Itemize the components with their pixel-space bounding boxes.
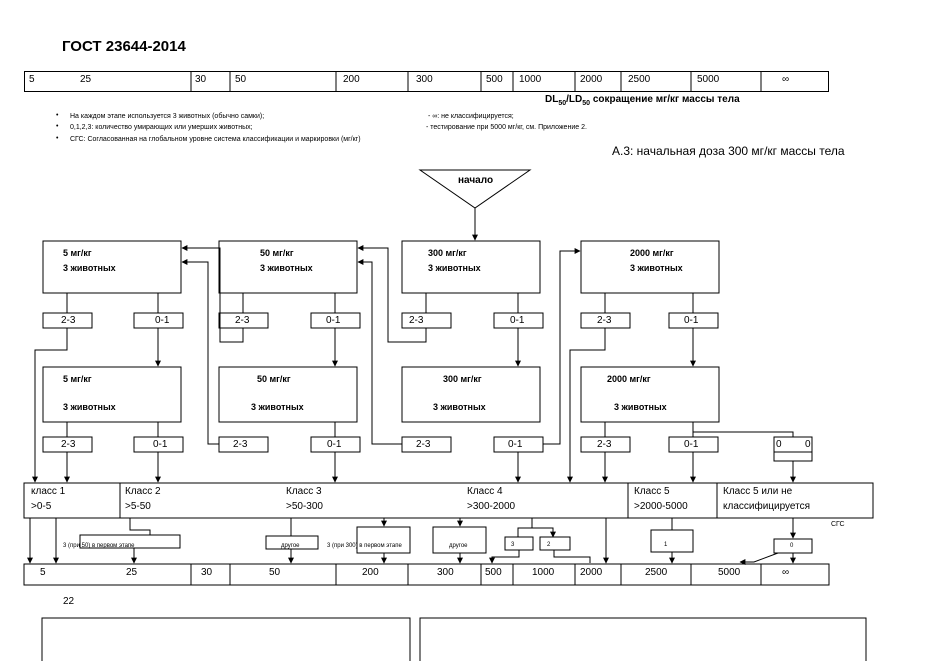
small-box-text: другое	[281, 543, 300, 549]
scale-bottom-label: 1000	[532, 567, 555, 578]
scale-bottom-label: 50	[269, 567, 281, 578]
small-box-text: 1	[664, 542, 668, 548]
dose-box-animals: 3 животных	[433, 402, 486, 412]
class-range: >0-5	[31, 501, 52, 512]
dose-box-animals: 3 животных	[630, 263, 683, 273]
scale-top-label: 5000	[697, 74, 720, 85]
dose-box-label: 5 мг/кг	[63, 374, 92, 384]
small-box-text: 0	[790, 543, 794, 549]
dose-box-label: 2000 мг/кг	[607, 374, 651, 384]
dose-box-animals: 3 животных	[614, 402, 667, 412]
scale-top-label: ∞	[782, 74, 790, 85]
outcome-label: 0-1	[326, 315, 341, 326]
note-text: На каждом этапе используется 3 животных …	[70, 113, 265, 120]
outcome-label: 2-3	[416, 439, 431, 450]
class-name: Класс 5 или не	[723, 486, 793, 497]
outcome-label: 0	[805, 439, 811, 450]
outcome-label: 2-3	[233, 439, 248, 450]
dose-box-label: 5 мг/кг	[63, 248, 92, 258]
class-range: >5-50	[125, 501, 151, 512]
note-text: СГС: Согласованная на глобальном уровне …	[70, 136, 361, 143]
axis-label: DL50/LD50 сокращение мг/кг массы тела	[545, 94, 740, 107]
bullet-icon: •	[56, 112, 59, 119]
dose-box-label: 50 мг/кг	[260, 248, 294, 258]
scale-bottom-label: 5000	[718, 567, 741, 578]
class-range: классифицируется	[723, 501, 811, 512]
small-box-text: другое	[449, 543, 468, 549]
class-name: Класс 4	[467, 486, 503, 497]
class-name: класс 1	[31, 486, 66, 497]
outcome-label: 0-1	[684, 439, 699, 450]
dose-box-label: 50 мг/кг	[257, 374, 291, 384]
outcome-label: 2-3	[61, 439, 76, 450]
small-box-text: 3 (при 300) в первом этапе	[327, 543, 402, 549]
bullet-icon: •	[56, 123, 59, 130]
scale-bottom-label: 2000	[580, 567, 603, 578]
scale-bottom-label: 300	[437, 567, 454, 578]
scale-top-label: 50	[235, 74, 247, 85]
outcome-label: 0-1	[153, 439, 168, 450]
bullet-icon: •	[56, 135, 59, 142]
outcome-label: 2-3	[597, 439, 612, 450]
scale-top	[24, 71, 829, 92]
outcome-label: 2-3	[597, 315, 612, 326]
scale-bottom-label: 2500	[645, 567, 668, 578]
dose-box-label: 300 мг/кг	[443, 374, 482, 384]
document-title: ГОСТ 23644-2014	[62, 38, 186, 55]
class-range: >2000-5000	[634, 501, 688, 512]
scale-bottom-label: 30	[201, 567, 213, 578]
dose-box-label: 300 мг/кг	[428, 248, 467, 258]
flowchart-subtitle: А.3: начальная доза 300 мг/кг массы тела	[612, 144, 845, 158]
scale-top-label: 2000	[580, 74, 603, 85]
class-name: Класс 3	[286, 486, 322, 497]
ghs-label: СГС	[831, 521, 845, 528]
note-text: - тестирование при 5000 мг/кг, см. Прило…	[426, 124, 587, 131]
small-box-text: 3	[511, 542, 515, 548]
outcome-label: 0-1	[155, 315, 170, 326]
dose-box-animals: 3 животных	[63, 263, 116, 273]
page-number: 22	[63, 596, 75, 607]
outcome-label: 0-1	[510, 315, 525, 326]
scale-top-label: 25	[80, 74, 92, 85]
class-range: >300-2000	[467, 501, 516, 512]
small-box-text: 3 (при 50) в первом этапе	[63, 543, 135, 549]
outcome-label: 0-1	[684, 315, 699, 326]
scale-bottom-label: 5	[40, 567, 46, 578]
class-name: Класс 5	[634, 486, 670, 497]
dose-box-animals: 3 животных	[63, 402, 116, 412]
dose-box-label: 2000 мг/кг	[630, 248, 674, 258]
note-text: - ∞: не классифицируется;	[428, 113, 514, 120]
scale-top-label: 300	[416, 74, 433, 85]
outcome-label: 0-1	[327, 439, 342, 450]
scale-top-label: 500	[486, 74, 503, 85]
small-box-text: 2	[547, 542, 551, 548]
scale-top-label: 2500	[628, 74, 651, 85]
scale-top-label: 30	[195, 74, 207, 85]
dose-box-animals: 3 животных	[428, 263, 481, 273]
dose-box-animals: 3 животных	[260, 263, 313, 273]
scale-top-label: 5	[29, 74, 35, 85]
outcome-label: 2-3	[409, 315, 424, 326]
class-name: Класс 2	[125, 486, 161, 497]
outcome-label: 2-3	[61, 315, 76, 326]
scale-bottom-label: ∞	[782, 567, 790, 578]
note-text: 0,1,2,3: количество умирающих или умерши…	[70, 124, 253, 131]
scale-bottom-label: 500	[485, 567, 502, 578]
outcome-label: 0-1	[508, 439, 523, 450]
scale-top-label: 1000	[519, 74, 542, 85]
start-label: начало	[458, 175, 494, 186]
outcome-label: 0	[776, 439, 782, 450]
class-range: >50-300	[286, 501, 323, 512]
scale-bottom-label: 200	[362, 567, 379, 578]
outcome-label: 2-3	[235, 315, 250, 326]
scale-bottom-label: 25	[126, 567, 138, 578]
dose-box-animals: 3 животных	[251, 402, 304, 412]
scale-top-label: 200	[343, 74, 360, 85]
